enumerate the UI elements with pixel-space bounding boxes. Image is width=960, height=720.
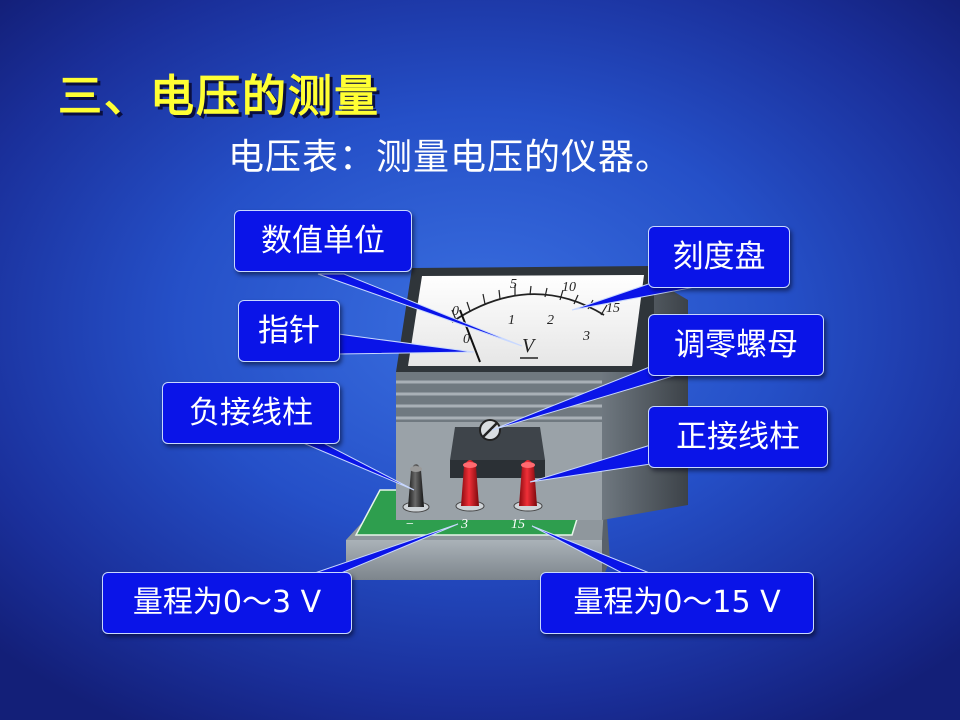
terminal-negative: [402, 464, 430, 513]
scale-bottom-0: 0: [463, 332, 470, 347]
label-neg-terminal: 负接线柱: [162, 382, 340, 444]
label-pos-terminal: 正接线柱: [648, 406, 828, 468]
label-dial: 刻度盘: [648, 226, 790, 288]
meter-pointer: [459, 309, 481, 363]
scale-top-0: 0: [452, 304, 459, 319]
dial-face: 0 5 10 15 0 1 2 3 V: [396, 266, 654, 372]
terminal-label-negative: −: [405, 517, 414, 532]
zero-adjust-screw-icon: [479, 419, 501, 441]
scale-bottom-2: 2: [547, 313, 554, 328]
unit-symbol: V: [522, 335, 537, 357]
scale-bottom-1: 1: [508, 313, 515, 328]
label-zero-nut: 调零螺母: [648, 314, 824, 376]
terminal-label-3: 3: [460, 517, 468, 532]
scale-top-15: 15: [606, 301, 620, 316]
page-subtitle: 电压表：测量电压的仪器。: [228, 137, 673, 178]
terminal-15v: [513, 460, 543, 512]
terminal-label-15: 15: [511, 517, 525, 532]
scale-top-10: 10: [562, 280, 576, 295]
scale-top-5: 5: [510, 277, 517, 292]
callout-pointer-unit: [317, 273, 523, 347]
label-unit: 数值单位: [234, 210, 412, 272]
label-pointer: 指针: [238, 300, 340, 362]
page-title: 三、电压的测量: [58, 71, 380, 122]
label-range-low: 量程为0～3 V: [102, 572, 352, 634]
label-range-high: 量程为0～15 V: [540, 572, 814, 634]
terminal-3v: [455, 460, 485, 512]
scale-bottom-3: 3: [582, 329, 590, 344]
